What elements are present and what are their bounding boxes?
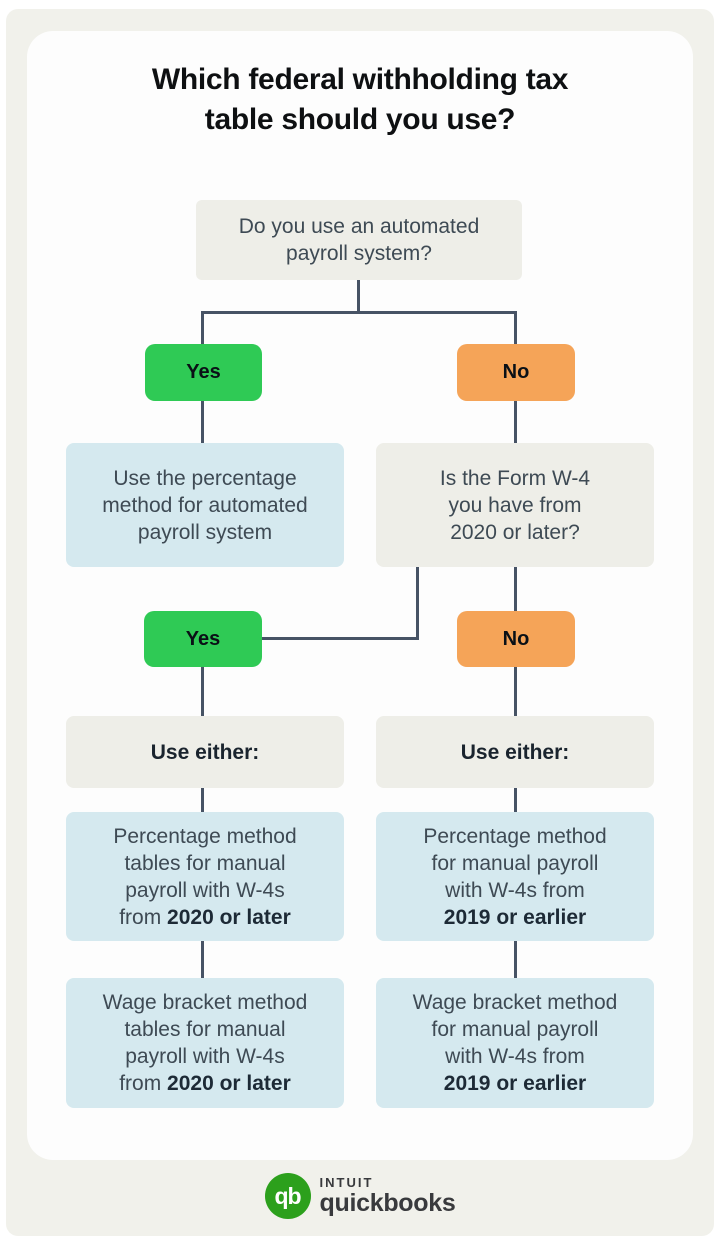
question-w4-year: Is the Form W-4 you have from 2020 or la…	[376, 443, 654, 567]
result-wage-bracket-2019-earlier-text: Wage bracket method for manual payroll w…	[413, 989, 618, 1097]
result-text-normal: Percentage method tables for manual payr…	[113, 824, 297, 929]
result-wage-bracket-2020-later-text: Wage bracket method tables for manual pa…	[103, 989, 308, 1097]
connector-q2-no-down	[514, 567, 517, 612]
connector-branch1-horizontal	[201, 311, 517, 314]
result-text-bold: 2019 or earlier	[443, 1072, 587, 1095]
result-automated-percentage-text: Use the percentage method for automated …	[102, 466, 308, 544]
intuit-wordmark: INTUIT	[319, 1175, 374, 1190]
brand-wordmark: INTUIT quickbooks	[319, 1175, 456, 1217]
no-branch1-badge: No	[457, 344, 575, 401]
result-automated-percentage: Use the percentage method for automated …	[66, 443, 344, 567]
result-percentage-2019-earlier-text: Percentage method for manual payroll wit…	[423, 823, 606, 931]
connector-q2-elbow-down	[416, 567, 419, 640]
connector-right-results-down	[514, 941, 517, 978]
yes-branch1-badge: Yes	[145, 344, 262, 401]
connector-q1-down	[357, 280, 360, 314]
result-text-normal: Wage bracket method for manual payroll w…	[412, 991, 618, 1068]
connector-use-either-left-down	[201, 788, 204, 812]
connector-use-either-right-down	[514, 788, 517, 812]
result-wage-bracket-2019-earlier: Wage bracket method for manual payroll w…	[376, 978, 654, 1108]
connector-yes2-down	[201, 667, 204, 716]
connector-branch1-right-down	[514, 311, 517, 344]
result-text-bold: 2020 or later	[167, 905, 291, 929]
connector-no2-down	[514, 667, 517, 716]
result-wage-bracket-2020-later: Wage bracket method tables for manual pa…	[66, 978, 344, 1108]
connector-no1-down	[514, 401, 517, 443]
result-text-bold: 2019 or earlier	[443, 905, 587, 929]
result-percentage-2019-earlier: Percentage method for manual payroll wit…	[376, 812, 654, 941]
use-either-right-text: Use either:	[460, 740, 570, 764]
page-title: Which federal withholding tax table shou…	[151, 63, 569, 136]
use-either-left-box: Use either:	[66, 716, 344, 788]
footer-brand: qb INTUIT quickbooks	[0, 1170, 720, 1222]
question-automated-payroll: Do you use an automated payroll system?	[196, 200, 522, 280]
question-automated-payroll-text: Do you use an automated payroll system?	[238, 215, 480, 265]
question-w4-year-text: Is the Form W-4 you have from 2020 or la…	[439, 466, 591, 544]
result-percentage-2020-later: Percentage method tables for manual payr…	[66, 812, 344, 941]
connector-yes1-down	[201, 401, 204, 443]
connector-branch1-left-down	[201, 311, 204, 344]
result-text-normal: Percentage method for manual payroll wit…	[423, 824, 607, 902]
use-either-left-text: Use either:	[150, 740, 260, 764]
use-either-right-box: Use either:	[376, 716, 654, 788]
result-text-bold: 2020 or later	[167, 1072, 291, 1095]
result-text-normal: Wage bracket method tables for manual pa…	[102, 991, 308, 1095]
no-branch2-badge: No	[457, 611, 575, 667]
connector-q2-elbow-left	[262, 637, 419, 640]
quickbooks-logo-icon: qb	[264, 1173, 311, 1219]
quickbooks-wordmark: quickbooks	[319, 1189, 456, 1217]
yes-branch2-badge: Yes	[144, 611, 262, 667]
connector-left-results-down	[201, 941, 204, 978]
result-percentage-2020-later-text: Percentage method tables for manual payr…	[113, 823, 296, 931]
